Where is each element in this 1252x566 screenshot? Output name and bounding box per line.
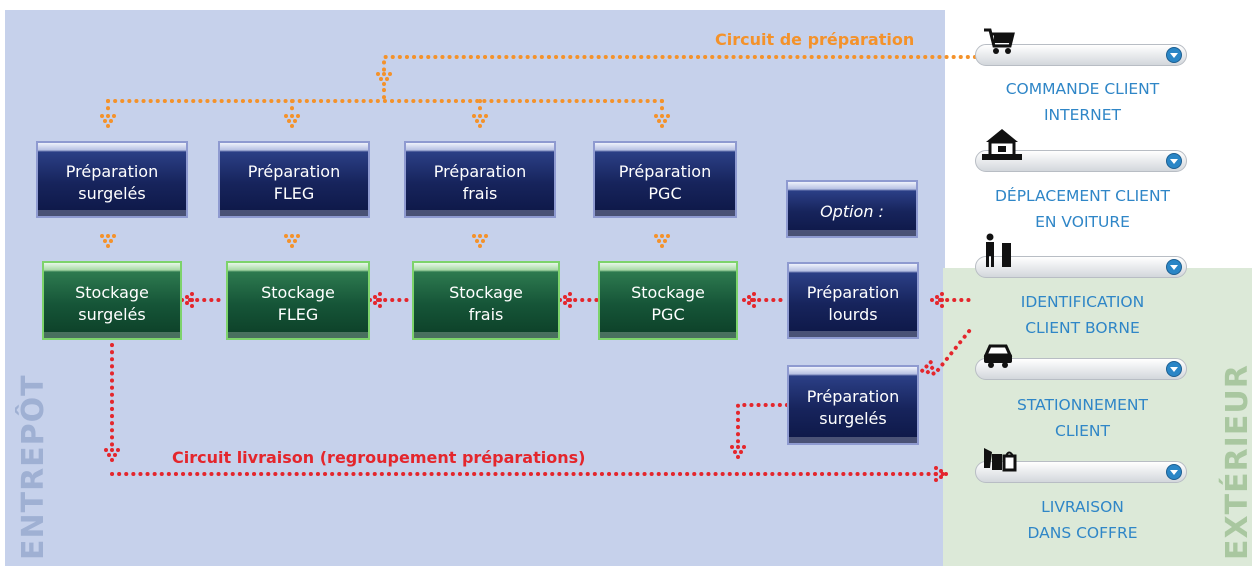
- chevron-down-icon[interactable]: [1166, 259, 1182, 275]
- step-line1: STATIONNEMENT: [1017, 396, 1148, 414]
- step-line2: INTERNET: [1043, 106, 1122, 124]
- chevron-down-icon[interactable]: [1166, 361, 1182, 377]
- box-line2: frais: [468, 304, 504, 324]
- box-line1: Préparation: [65, 161, 159, 181]
- step-label-identification: IDENTIFICATION CLIENT BORNE: [955, 289, 1210, 341]
- box-line2: frais: [462, 183, 498, 203]
- preparation-heavy-box: Préparation lourds: [787, 262, 919, 339]
- option-box: Option :: [786, 180, 918, 238]
- exterior-zone: [943, 268, 1252, 566]
- preparation-frozen-box: Préparation surgelés: [787, 365, 919, 445]
- person-kiosk-icon: [986, 233, 1011, 267]
- preparation-box: Préparation frais: [404, 141, 556, 218]
- box-line2: PGC: [651, 304, 685, 324]
- box-line1: Stockage: [631, 282, 705, 302]
- preparation-circuit-title: Circuit de préparation: [715, 30, 915, 49]
- box-line1: Préparation: [433, 161, 527, 181]
- delivery-circuit-title: Circuit livraison (regroupement préparat…: [172, 448, 586, 467]
- storage-box: Stockage FLEG: [226, 261, 370, 340]
- step-bar-travel[interactable]: [975, 150, 1187, 172]
- step-label-parking: STATIONNEMENT CLIENT: [955, 392, 1210, 444]
- step-label-order: COMMANDE CLIENT INTERNET: [955, 76, 1210, 128]
- box-line2: FLEG: [277, 304, 319, 324]
- storage-box: Stockage surgelés: [42, 261, 182, 340]
- box-line2: surgelés: [78, 183, 146, 203]
- box-line1: Préparation: [806, 282, 900, 302]
- box-line2: surgelés: [819, 409, 887, 428]
- step-line1: DÉPLACEMENT CLIENT: [994, 187, 1171, 205]
- storage-box: Stockage frais: [412, 261, 560, 340]
- step-bar-delivery[interactable]: [975, 461, 1187, 483]
- car-icon: [983, 344, 1013, 368]
- option-label: Option :: [820, 202, 884, 221]
- shopping-cart-icon: [984, 28, 1015, 54]
- preparation-box: Préparation surgelés: [36, 141, 188, 218]
- box-line2: PGC: [648, 183, 682, 203]
- step-bar-parking[interactable]: [975, 358, 1187, 380]
- step-bar-order[interactable]: [975, 44, 1187, 66]
- box-line1: Préparation: [247, 161, 341, 181]
- step-line2: DANS COFFRE: [1027, 524, 1138, 542]
- house-car-icon: [982, 129, 1022, 160]
- step-line1: COMMANDE CLIENT: [1005, 80, 1160, 98]
- step-line2: CLIENT: [1055, 422, 1110, 440]
- step-line1: LIVRAISON: [1041, 498, 1124, 516]
- step-bar-identification[interactable]: [975, 256, 1187, 278]
- chevron-down-icon[interactable]: [1166, 464, 1182, 480]
- box-line1: Stockage: [449, 282, 523, 302]
- box-line2: lourds: [828, 304, 878, 324]
- preparation-box: Préparation PGC: [593, 141, 737, 218]
- chevron-down-icon[interactable]: [1166, 47, 1182, 63]
- shopping-bags-icon: [984, 448, 1017, 472]
- box-line1: Préparation: [806, 387, 900, 406]
- box-line1: Stockage: [75, 282, 149, 302]
- box-line1: Préparation: [618, 161, 712, 181]
- box-line1: Stockage: [261, 282, 335, 302]
- step-line1: IDENTIFICATION: [1020, 293, 1145, 311]
- step-label-travel: DÉPLACEMENT CLIENT EN VOITURE: [955, 183, 1210, 235]
- step-label-delivery: LIVRAISON DANS COFFRE: [955, 494, 1210, 546]
- chevron-down-icon[interactable]: [1166, 153, 1182, 169]
- box-line2: FLEG: [273, 183, 315, 203]
- step-line2: EN VOITURE: [1035, 213, 1130, 231]
- preparation-box: Préparation FLEG: [218, 141, 370, 218]
- storage-box: Stockage PGC: [598, 261, 738, 340]
- box-line2: surgelés: [78, 304, 146, 324]
- step-line2: CLIENT BORNE: [1025, 319, 1140, 337]
